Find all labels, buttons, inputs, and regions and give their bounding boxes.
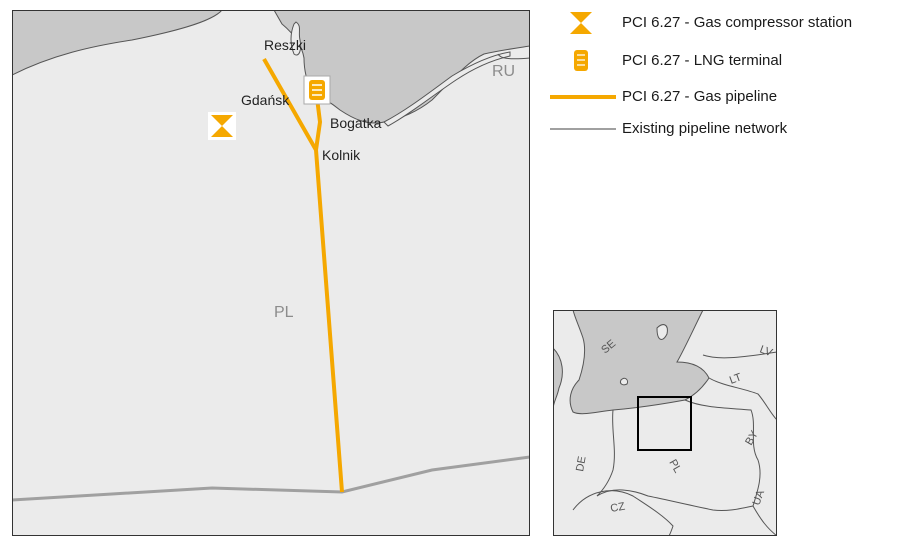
inset-label-lv: LV: [758, 344, 775, 360]
place-label-kolnik: Kolnik: [322, 147, 361, 163]
ru-border: [497, 53, 531, 60]
inset-label-cz: CZ: [609, 501, 626, 515]
inset-border-lt-by: [708, 377, 778, 421]
inset-map-canvas: SE LV LT BY PL DE CZ UA: [552, 309, 778, 537]
existing-pipeline-line: [550, 128, 616, 130]
pci-pipeline-branch: [314, 97, 323, 151]
legend-label: PCI 6.27 - Gas pipeline: [622, 88, 778, 105]
main-map-canvas: Reszki Gdańsk Bogatka Kolnik RU PL: [11, 9, 531, 536]
place-label-gdansk: Gdańsk: [241, 92, 290, 108]
legend-item-existing-pipeline: Existing pipeline network: [548, 114, 903, 144]
legend-item-lng: PCI 6.27 - LNG terminal: [548, 46, 903, 76]
place-label-reszki: Reszki: [264, 37, 306, 53]
country-label-ru: RU: [492, 63, 515, 80]
gas-compressor-station-icon[interactable]: [208, 112, 236, 140]
inset-border-cz: [572, 490, 674, 537]
inset-border-pl-south: [596, 489, 754, 511]
inset-bornholm: [620, 377, 628, 386]
legend-item-compressor: PCI 6.27 - Gas compressor station: [548, 8, 903, 38]
country-label-pl: PL: [274, 304, 294, 321]
inset-gotland: [656, 324, 668, 340]
vistula-spit: [383, 51, 511, 127]
place-label-bogatka: Bogatka: [330, 115, 382, 131]
legend-label: PCI 6.27 - LNG terminal: [622, 52, 783, 69]
inset-map: SE LV LT BY PL DE CZ UA: [552, 309, 778, 537]
inset-label-pl: PL: [666, 458, 683, 476]
inset-border-lv-lt: [702, 351, 778, 359]
land-area: [12, 10, 530, 536]
gas-pipeline-line: [550, 95, 616, 99]
inset-extent-box: [637, 396, 692, 451]
pci-pipeline-main: [262, 58, 344, 493]
inset-label-lt: LT: [728, 371, 744, 386]
inset-baltic-sea: [569, 309, 710, 415]
existing-pipeline-network: [11, 455, 531, 502]
gulf-of-gdansk: [273, 9, 531, 124]
inset-label-ua: UA: [751, 488, 768, 507]
lng-terminal-icon[interactable]: [303, 75, 331, 105]
inset-border-pl-de: [596, 409, 615, 497]
main-map: Reszki Gdańsk Bogatka Kolnik RU PL: [11, 9, 531, 536]
legend-label: PCI 6.27 - Gas compressor station: [622, 14, 853, 31]
legend: PCI 6.27 - Gas compressor station PCI 6.…: [548, 8, 903, 138]
legend-item-gas-pipeline: PCI 6.27 - Gas pipeline: [548, 82, 903, 112]
inset-border-pl-east: [684, 399, 778, 537]
gas-compressor-station-icon: [570, 12, 592, 34]
lng-terminal-icon: [574, 50, 588, 71]
inset-label-de: DE: [574, 455, 588, 472]
sea-area-west: [11, 9, 224, 76]
hel-peninsula: [290, 21, 302, 56]
legend-label: Existing pipeline network: [622, 120, 788, 137]
